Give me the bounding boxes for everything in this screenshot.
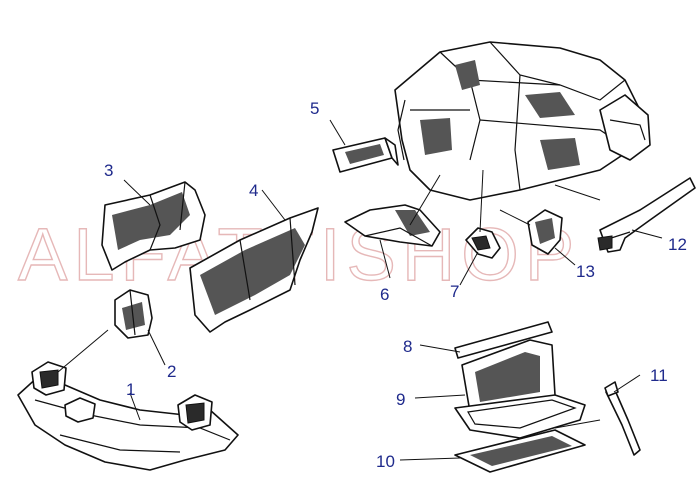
callout-1: 1 — [126, 380, 135, 399]
part-11-drawing — [604, 381, 641, 456]
assembly-lines — [57, 169, 601, 429]
callout-10: 10 — [376, 452, 395, 471]
callout-9: 9 — [396, 390, 405, 409]
part-4-drawing — [189, 207, 319, 333]
part-7-drawing — [465, 227, 501, 259]
part-9-drawing — [454, 339, 586, 439]
callout-8: 8 — [403, 337, 412, 356]
callout-4: 4 — [249, 181, 258, 200]
callout-6: 6 — [380, 285, 389, 304]
callout-12: 12 — [668, 235, 687, 254]
callout-11: 11 — [650, 366, 668, 385]
part-13-drawing — [527, 209, 563, 255]
callout-3: 3 — [104, 161, 113, 180]
part-3-drawing — [101, 181, 206, 271]
part-8-drawing — [454, 321, 553, 359]
body-shell-drawing — [394, 41, 651, 201]
callout-13: 13 — [576, 262, 595, 281]
leader-lines — [123, 119, 663, 461]
part-1-drawing — [17, 361, 239, 471]
part-12-drawing — [597, 177, 696, 253]
part-10-drawing — [454, 429, 586, 473]
part-5-drawing — [332, 137, 399, 173]
part-2-drawing — [114, 289, 153, 339]
callout-2: 2 — [167, 362, 176, 381]
callout-5: 5 — [310, 99, 319, 118]
callout-7: 7 — [450, 282, 459, 301]
